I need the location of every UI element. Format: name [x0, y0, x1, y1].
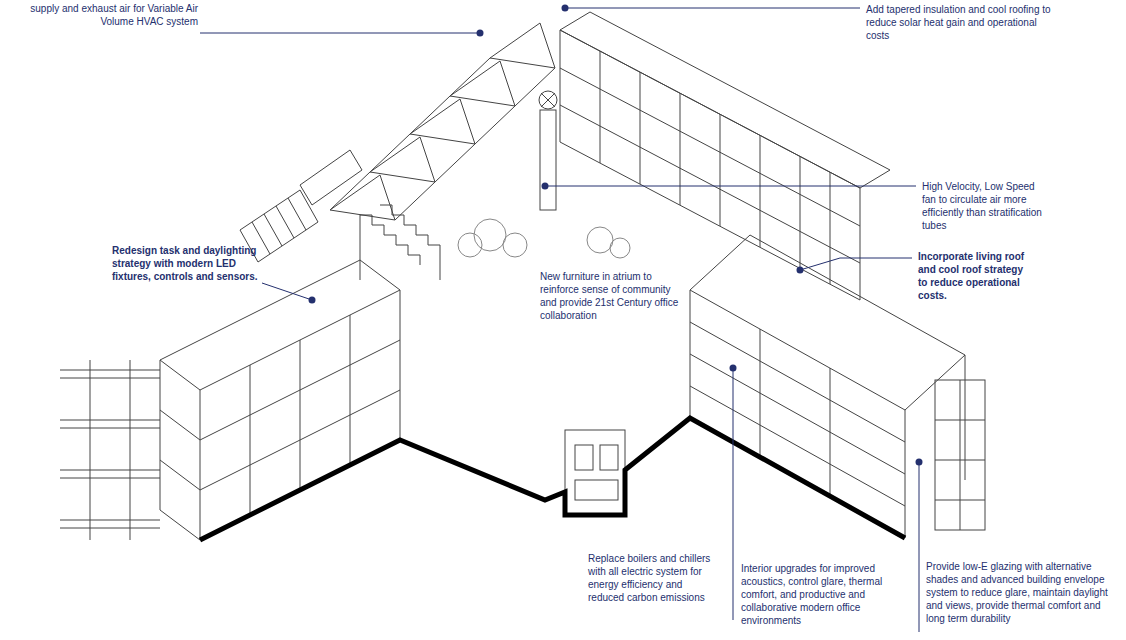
- callout-text: Replace boilers and chillers with all el…: [588, 552, 713, 604]
- callout-text: High Velocity, Low Speed fan to circulat…: [922, 180, 1042, 232]
- callout-text: Provide low-E glazing with alternative s…: [926, 560, 1118, 625]
- callout-text: Redesign task and daylighting strategy w…: [112, 244, 262, 283]
- callout-text: Incorporate living roof and cool roof st…: [918, 250, 1030, 302]
- callout-text: New furniture in atrium to reinforce sen…: [540, 270, 690, 322]
- callout-text: supply and exhaust air for Variable Air …: [30, 2, 198, 28]
- callout-text: Add tapered insulation and cool roofing …: [866, 3, 1056, 42]
- callout-text: Interior upgrades for improved acoustics…: [741, 562, 896, 627]
